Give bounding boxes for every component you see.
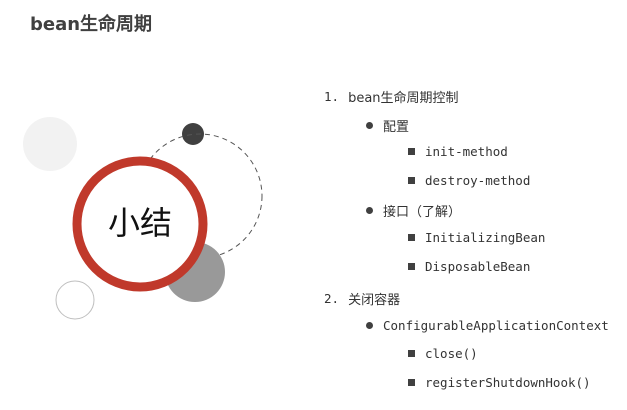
bullet-dot-icon [366,322,373,329]
bullet-square-icon [408,234,415,241]
main-badge-circle [72,156,208,292]
outline-leaf-label: close() [425,346,478,361]
outline-subitem: ConfigurableApplicationContext [366,318,609,333]
outline-leaf-label: destroy-method [425,173,531,188]
bullet-square-icon [408,379,415,386]
outline-item-label: 关闭容器 [348,293,401,308]
outline-leaf: destroy-method [408,173,530,188]
outline-leaf-label: InitializingBean [425,230,546,245]
outline-leaf: DisposableBean [408,259,530,274]
outline-leaf: close() [408,346,478,361]
bullet-dot-icon [366,207,373,214]
outline-leaf-label: registerShutdownHook() [425,375,591,390]
bullet-square-icon [408,177,415,184]
outline-item-label: bean生命周期控制 [348,91,459,106]
outline-subitem: 配置 [366,116,409,135]
bullet-square-icon [408,263,415,270]
outline-item-1: 1. bean生命周期控制 [324,87,459,106]
outline-subitem-label: ConfigurableApplicationContext [383,318,609,333]
outline-subitem-label: 接口（了解） [383,205,462,220]
outline-leaf-label: init-method [425,144,508,159]
outline-item-2: 2. 关闭容器 [324,289,400,308]
outline-leaf-label: DisposableBean [425,259,531,274]
outline-leaf: init-method [408,144,508,159]
outline-number: 2. [324,291,340,306]
outline-leaf: registerShutdownHook() [408,375,591,390]
outline-subitem: 接口（了解） [366,201,461,220]
dashed-circle [137,133,263,259]
bullet-dot-icon [366,122,373,129]
light-gray-circle [23,117,77,171]
summary-badge-text: 小结 [107,204,172,242]
dark-small-circle [182,123,204,145]
small-outline-circle [55,280,95,320]
outline-leaf: InitializingBean [408,230,545,245]
outline-number: 1. [324,89,340,104]
bullet-square-icon [408,148,415,155]
outline-subitem-label: 配置 [383,120,410,135]
slide-title: bean生命周期 [30,14,153,35]
bullet-square-icon [408,350,415,357]
